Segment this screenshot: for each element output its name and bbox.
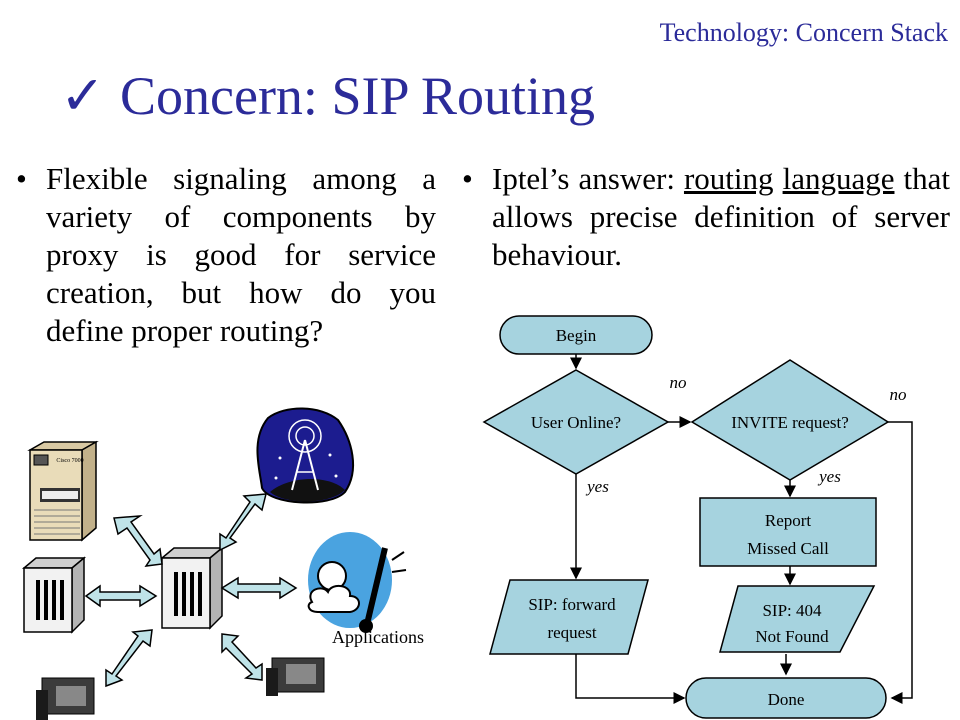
bullet-right-part2: that allows precise definition of server… [492,161,950,272]
no-label-2: no [890,385,907,404]
checkmark-icon: ✓ [60,66,106,126]
no-label-1: no [670,373,687,392]
link-arrow-phone-left [105,629,153,688]
routing-flowchart: Begin User Online? INVITE request? Repor… [482,315,913,719]
notfound-label-2: Not Found [755,627,829,646]
bullet-dot: • [16,161,27,196]
report-missed-call-node [699,497,877,567]
bullet-left-text: Flexible signaling among a variety of co… [46,161,436,348]
link-arrow-weather [220,576,298,600]
bullet-right: • Iptel’s answer: routing language that … [462,160,950,274]
phone-bottom-left-icon [36,677,95,720]
report-label-1: Report [765,511,812,530]
notfound-label-1: SIP: 404 [762,601,822,620]
weather-icon [307,532,407,633]
report-label-2: Missed Call [747,539,829,558]
user-online-decision [482,369,670,475]
phone-bottom-right-icon [266,657,325,696]
done-node [685,677,887,719]
radio-tower-icon [256,407,355,504]
bullet-left: • Flexible signaling among a variety of … [16,160,436,350]
begin-node [499,315,653,355]
forward-label-1: SIP: forward [528,595,616,614]
begin-label: Begin [556,326,597,345]
link-arrow-phone-right [221,633,263,681]
proxy-server-icon [159,546,225,630]
yes-label-2: yes [817,467,841,486]
user-online-label: User Online? [531,413,621,432]
server-left-icon [21,556,87,634]
language-link: language [782,161,895,196]
bullet-right-part1: Iptel’s answer: [492,161,684,196]
section-label: Technology: Concern Stack [659,18,948,47]
router-device-icon: Cisco 7000 [27,440,99,542]
invite-label: INVITE request? [731,413,849,432]
sip-404-node [719,585,876,653]
link-arrow-server [84,584,158,608]
invite-decision [690,359,890,481]
done-label: Done [768,690,805,709]
link-arrow-tower [219,493,267,552]
forward-label-2: request [547,623,596,642]
routing-link: routing [683,161,774,196]
link-arrow-router [113,515,163,567]
yes-label-1: yes [585,477,609,496]
sip-forward-node [489,579,649,655]
bullet-dot: • [462,161,473,196]
slide-title-text: Concern: SIP Routing [120,66,596,126]
network-illustration: Cisco 7000 [21,407,424,720]
applications-label: Applications [332,627,424,647]
device-label: Cisco 7000 [56,458,83,464]
slide-title: ✓Concern: SIP Routing [60,64,595,127]
